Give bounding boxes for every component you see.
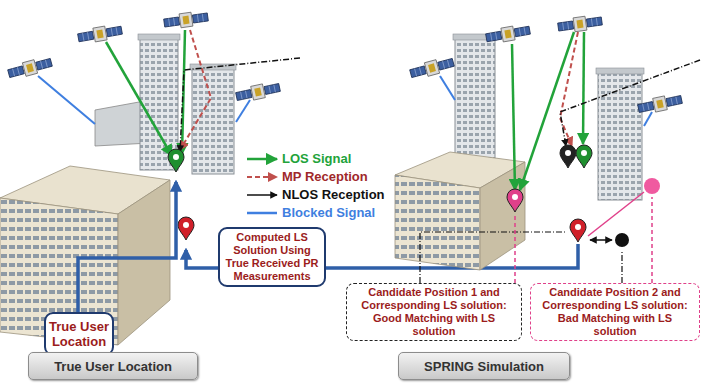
panel-label: SPRING Simulation — [398, 352, 570, 380]
location-box: True User Location — [44, 312, 114, 356]
box-text: True User Location — [54, 359, 172, 374]
legend-text: MP Reception — [282, 169, 368, 184]
box-text: True User Location — [49, 319, 109, 349]
candidate-box: Candidate Position 1 and Corresponding L… — [346, 283, 522, 341]
ls-solution-box: Computed LS Solution Using True Received… — [218, 227, 326, 287]
box-text: Computed LS Solution Using True Received… — [223, 231, 321, 283]
box-text: Candidate Position 1 and Corresponding L… — [351, 286, 517, 338]
box-text: Candidate Position 2 and Corresponding L… — [535, 286, 695, 338]
box-text: SPRING Simulation — [424, 359, 544, 374]
panel-label: True User Location — [28, 352, 198, 380]
legend-text: NLOS Reception — [282, 187, 385, 202]
legend-text: LOS Signal — [282, 151, 351, 166]
candidate-box: Candidate Position 2 and Corresponding L… — [530, 283, 700, 341]
legend-text: Blocked Signal — [282, 205, 375, 220]
